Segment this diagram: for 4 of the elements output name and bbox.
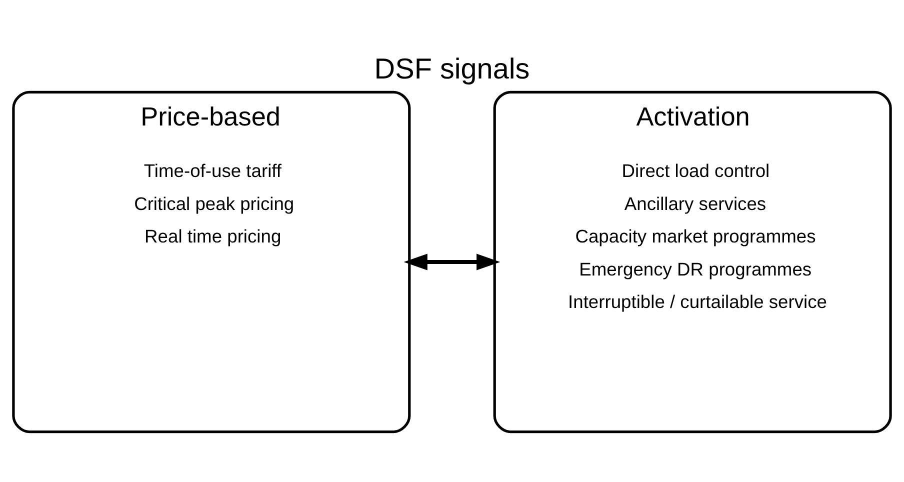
diagram-title: DSF signals (374, 54, 530, 86)
node-box: Activation Direct load control Ancillary services Capacity market programmes Emergency DR programmes Interruptible / curtailable service (493, 90, 892, 434)
node-box: Price-based Time-of-use tariff Critical peak pricing Real time pricing (12, 90, 411, 434)
arrow (404, 254, 500, 270)
